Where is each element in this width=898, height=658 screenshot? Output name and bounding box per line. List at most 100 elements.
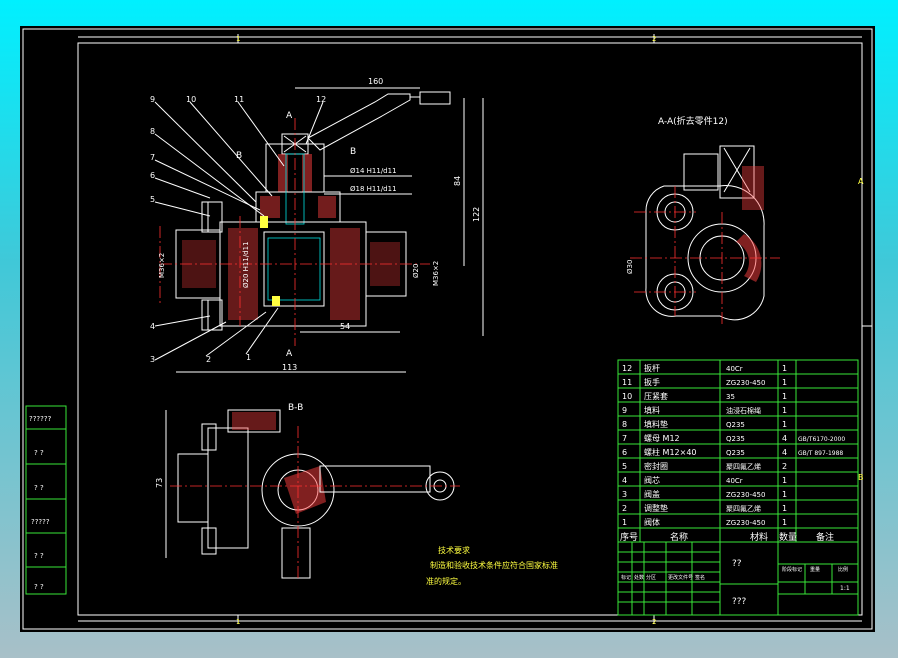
- zone-mark: A: [858, 177, 864, 186]
- bom-cell-material: Q235: [726, 435, 745, 443]
- bom-header: 备注: [816, 531, 834, 543]
- drawing-canvas: 1 2 1 2 A B ?????? ? ? ? ? ????? ? ? ? ?: [22, 28, 873, 630]
- bom-cell-no: 12: [622, 364, 632, 373]
- bom-cell-qty: 1: [782, 518, 787, 527]
- bom-cell-material: 35: [726, 393, 735, 401]
- section-mark: A: [286, 349, 293, 359]
- bom-cell-no: 2: [622, 504, 627, 513]
- section-mark: B: [236, 151, 242, 161]
- part-balloon: 12: [316, 95, 326, 104]
- bom-cell-material: 聚四氟乙烯: [726, 462, 761, 471]
- bom-cell-material: 40Cr: [726, 365, 743, 373]
- bom-cell-material: ZG230-450: [726, 379, 765, 387]
- part-balloon: 9: [150, 95, 155, 104]
- bom-cell-name: 阀盖: [644, 489, 660, 499]
- company-name: ???: [732, 597, 747, 607]
- bom-cell-qty: 1: [782, 504, 787, 513]
- zone-mark: 2: [652, 35, 656, 43]
- drawing-sheet: 1 2 1 2 A B ?????? ? ? ? ? ????? ? ? ? ?: [20, 26, 875, 632]
- title-block-label: 签名: [695, 574, 705, 581]
- section-aa-view: A-A(折去零件12) Ø30: [626, 115, 780, 326]
- notes-line: 准的规定。: [426, 576, 466, 586]
- bom-cell-qty: 4: [782, 434, 787, 443]
- section-bb-view: B-B 73: [155, 403, 460, 581]
- section-mark: A: [286, 111, 293, 121]
- bom-cell-name: 阀芯: [644, 475, 660, 485]
- dimension: 122: [472, 207, 481, 222]
- bom-cell-name: 螺母 M12: [644, 433, 680, 443]
- strip-label: ?????: [31, 518, 50, 526]
- bom-cell-name: 扳杆: [644, 363, 660, 373]
- section-title: A-A(折去零件12): [658, 115, 728, 127]
- thread-note: M36×2: [158, 253, 166, 278]
- zone-mark: 1: [236, 618, 240, 626]
- bom-cell-material: 聚四氟乙烯: [726, 504, 761, 513]
- outer-frame: [22, 28, 873, 630]
- bom-cell-no: 3: [622, 490, 627, 499]
- title-block: 标记 处数 分区 更改文件号 签名 阶段标记 重量 比例 1:1 ?? ???: [617, 541, 859, 616]
- bom-cell-name: 压紧套: [644, 391, 668, 401]
- bom-cell-qty: 4: [782, 448, 787, 457]
- part-balloon: 10: [186, 95, 196, 104]
- bom-cell-name: 填料: [644, 405, 660, 415]
- bom-cell-name: 螺柱 M12×40: [644, 447, 697, 457]
- zone-mark: 1: [236, 35, 240, 43]
- bom-cell-note: GB/T6170-2000: [798, 436, 845, 443]
- drawing-name: ??: [732, 559, 742, 569]
- part-balloon: 6: [150, 171, 155, 180]
- notes-heading: 技术要求: [438, 545, 470, 555]
- zone-mark: 2: [652, 618, 656, 626]
- part-balloon: 5: [150, 195, 155, 204]
- inner-border: [77, 42, 863, 616]
- bom-cell-qty: 1: [782, 490, 787, 499]
- fit-note: Ø20 H11/d11: [242, 241, 250, 288]
- title-block-label: 阶段标记: [782, 566, 802, 573]
- technical-notes: 技术要求 制造和验收技术条件应符合国家标准 准的规定。: [426, 545, 558, 586]
- dimension: Ø30: [626, 260, 634, 274]
- dimension: 113: [282, 363, 297, 372]
- section-title: B-B: [288, 403, 303, 413]
- fit-note: Ø14 H11/d11: [350, 167, 397, 175]
- bom-cell-name: 密封圈: [644, 461, 668, 471]
- dimension: 160: [368, 77, 383, 86]
- title-block-label: 处数: [634, 574, 644, 581]
- strip-label: ? ?: [34, 583, 44, 591]
- ratio-value: 1:1: [840, 585, 850, 592]
- bom-cell-qty: 1: [782, 378, 787, 387]
- bom-cell-name: 扳手: [644, 377, 660, 387]
- part-balloon: 11: [234, 95, 244, 104]
- bom-cell-no: 9: [622, 406, 627, 415]
- part-balloon: 1: [246, 353, 251, 362]
- dimension: 73: [155, 478, 164, 488]
- title-block-label: 比例: [838, 566, 848, 573]
- dimension: Ø20: [412, 264, 420, 278]
- left-strip: ?????? ? ? ? ? ????? ? ? ? ?: [25, 405, 67, 595]
- bom-header: 名称: [670, 531, 688, 543]
- part-balloon: 3: [150, 355, 155, 364]
- zone-mark: B: [858, 473, 864, 482]
- dimension: 84: [453, 176, 462, 186]
- strip-label: ? ?: [34, 552, 44, 560]
- bom-cell-qty: 1: [782, 406, 787, 415]
- bom-cell-qty: 1: [782, 420, 787, 429]
- bom-cell-qty: 1: [782, 364, 787, 373]
- title-block-label: 更改文件号: [668, 574, 693, 581]
- strip-label: ? ?: [34, 484, 44, 492]
- bom-cell-name: 调整垫: [644, 503, 668, 513]
- bom-cell-no: 4: [622, 476, 627, 485]
- bom-cell-no: 11: [622, 378, 632, 387]
- bom-cell-no: 1: [622, 518, 627, 527]
- part-balloon: 2: [206, 355, 211, 364]
- strip-label: ? ?: [34, 449, 44, 457]
- strip-label: ??????: [29, 415, 52, 423]
- thread-note: M36×2: [432, 261, 440, 286]
- part-balloon: 8: [150, 127, 155, 136]
- title-block-label: 重量: [810, 566, 820, 573]
- bom-cell-name: 填料垫: [644, 419, 668, 429]
- bom-cell-no: 8: [622, 420, 627, 429]
- bom-cell-material: Q235: [726, 421, 745, 429]
- fit-note: Ø18 H11/d11: [350, 185, 397, 193]
- bom-cell-material: ZG230-450: [726, 519, 765, 527]
- bom-cell-no: 10: [622, 392, 632, 401]
- bom-header: 数量: [779, 531, 797, 543]
